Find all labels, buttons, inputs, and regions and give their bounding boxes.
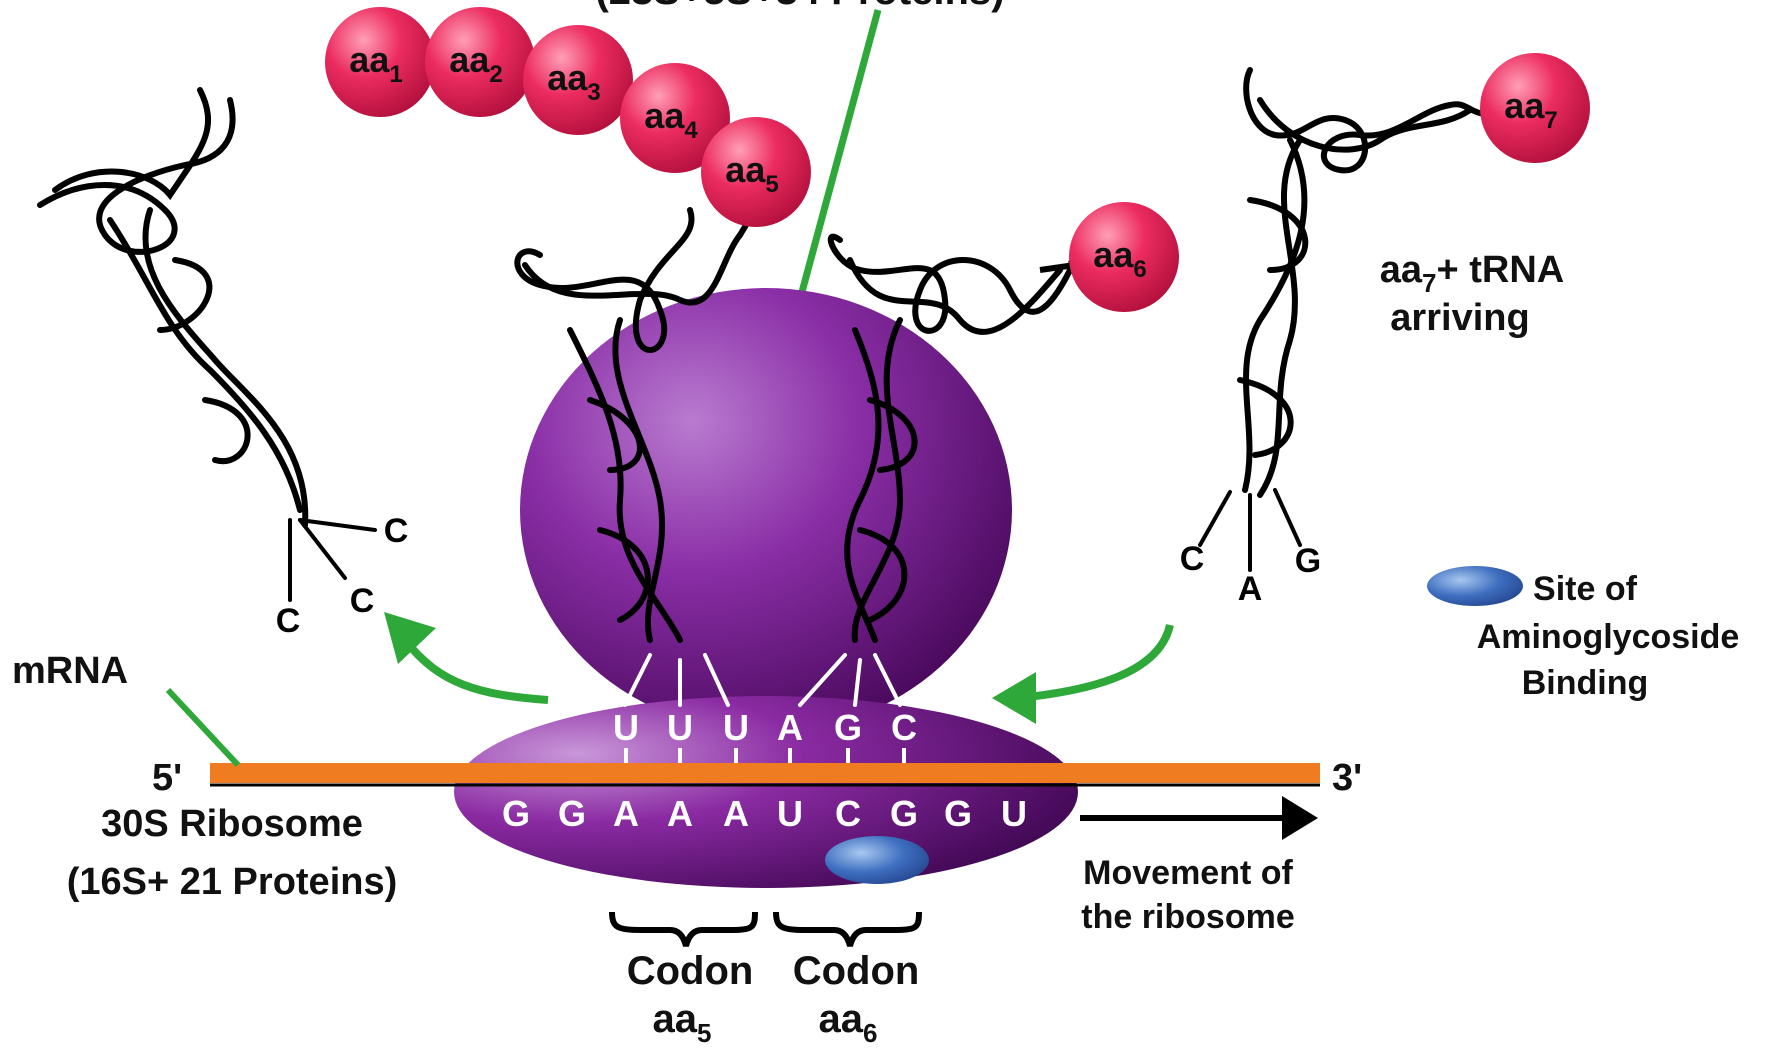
large-subunit-label: (23S+5S+34 Proteins)	[595, 0, 1004, 13]
codon2-label: Codon	[793, 949, 920, 993]
amino-acid-6: aa6	[1069, 202, 1179, 312]
codon-brace-aa6	[773, 911, 922, 947]
amino-acid-5: aa5	[701, 117, 811, 227]
amino-acid-label: aa1	[349, 39, 402, 88]
mrna-base: A	[667, 793, 693, 834]
five-prime-label: 5'	[152, 757, 182, 799]
movement-label-line1: Movement of	[1083, 854, 1293, 892]
three-prime-label: 3'	[1332, 757, 1362, 799]
p-site-trna	[514, 207, 743, 707]
amino-acid-label: aa5	[725, 149, 778, 198]
arriving-trna	[1198, 67, 1503, 572]
anticodon-base: U	[723, 707, 749, 748]
entry-arrow	[1017, 623, 1174, 702]
amino-acid-7: aa7	[1480, 53, 1590, 163]
mrna-strand	[210, 763, 1320, 783]
mrna-base: A	[723, 793, 749, 834]
amino-acid-label: aa6	[1093, 234, 1146, 283]
codon-brace-aa5	[609, 911, 758, 947]
amino-acid-sphere	[620, 63, 730, 173]
amino-acid-sphere	[325, 7, 435, 117]
legend-binding-site-icon	[1427, 566, 1523, 606]
codon1-aa-label: aa5	[653, 997, 712, 1048]
aa6-bond	[1039, 262, 1076, 273]
mrna-base: G	[944, 793, 972, 834]
amino-acid-3: aa3	[523, 25, 633, 135]
amino-acid-label: aa4	[644, 95, 698, 144]
released-trna-c-right: C	[384, 512, 409, 550]
released-trna	[37, 87, 377, 602]
mrna-base: A	[613, 793, 639, 834]
amino-acid-sphere	[425, 7, 535, 117]
codon2-aa-label: aa6	[819, 997, 878, 1048]
mrna-label: mRNA	[12, 650, 128, 692]
released-trna-c-bottom-right: C	[350, 582, 375, 620]
entry-arrowhead	[992, 672, 1036, 724]
anticodon-base: C	[891, 707, 917, 748]
codon1-label: Codon	[627, 949, 754, 993]
arriving-anticodon-a: A	[1238, 570, 1263, 608]
arriving-anticodon-c: C	[1180, 540, 1205, 578]
exit-arrowhead	[384, 612, 436, 664]
released-trna-c-bottom: C	[276, 602, 301, 640]
ribosome-label-line1: 30S Ribosome	[101, 803, 363, 845]
amino-acid-label: aa3	[547, 57, 600, 106]
large-subunit-pointer	[798, 9, 882, 293]
legend-label-line3: Binding	[1522, 664, 1649, 702]
arriving-anticodon-g: G	[1295, 542, 1321, 580]
amino-acid-2: aa2	[425, 7, 535, 117]
ribosome-label-line2: (16S+ 21 Proteins)	[67, 861, 398, 903]
amino-acid-label: aa2	[449, 39, 502, 88]
aminoglycoside-binding-site-icon	[825, 836, 929, 884]
legend-label-line1: Site of	[1533, 570, 1638, 608]
exit-arrow	[401, 636, 549, 704]
amino-acid-1: aa1	[325, 7, 435, 117]
mrna-base: G	[890, 793, 918, 834]
legend-label-line2: Aminoglycoside	[1477, 618, 1740, 656]
amino-acid-sphere	[701, 117, 811, 227]
amino-acid-sphere	[1069, 202, 1179, 312]
movement-arrowhead	[1282, 796, 1318, 840]
anticodon-base: G	[834, 707, 862, 748]
amino-acid-chain: aa1 aa2 aa3 aa4 aa5 aa6 aa7	[325, 7, 1590, 312]
mrna-pointer	[165, 687, 241, 768]
anticodon-base: U	[667, 707, 693, 748]
anticodon-base: U	[613, 707, 639, 748]
mrna-base: U	[777, 793, 803, 834]
arriving-label-line2: arriving	[1390, 297, 1529, 339]
amino-acid-sphere	[1480, 53, 1590, 163]
movement-label-line2: the ribosome	[1081, 898, 1294, 936]
a-site-trna	[798, 233, 1078, 707]
mrna-base: G	[502, 793, 530, 834]
large-ribosomal-subunit	[520, 288, 1012, 732]
amino-acid-sphere	[523, 25, 633, 135]
mrna-base: U	[1001, 793, 1027, 834]
anticodon-base: A	[777, 707, 803, 748]
arriving-label-line1: aa7+ tRNA	[1380, 249, 1564, 298]
mrna-base: G	[558, 793, 586, 834]
amino-acid-label: aa7	[1504, 85, 1557, 134]
small-ribosomal-subunit	[454, 696, 1078, 888]
amino-acid-4: aa4	[620, 63, 730, 173]
mrna-base: C	[835, 793, 861, 834]
